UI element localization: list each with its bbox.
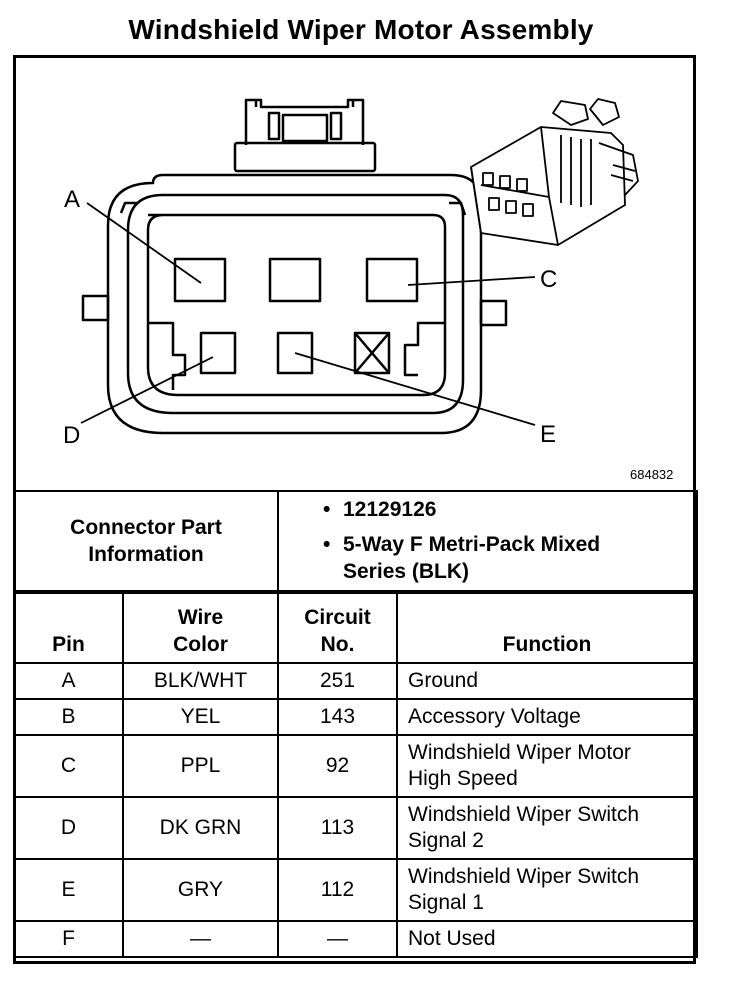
cell-pin: A bbox=[13, 662, 124, 700]
connector-label-line1: Connector Part bbox=[70, 516, 222, 539]
cell-circuit: 113 bbox=[277, 796, 398, 860]
label-a: A bbox=[64, 186, 80, 213]
cavity-a bbox=[173, 257, 227, 303]
figure-part-number: 684832 bbox=[630, 467, 674, 482]
leader-a bbox=[86, 202, 202, 284]
function-line1: Windshield Wiper Switch bbox=[408, 865, 640, 888]
cavity-e bbox=[276, 331, 314, 375]
function-line1: Windshield Wiper Motor bbox=[408, 741, 631, 764]
cell-wire-color: YEL bbox=[122, 698, 279, 736]
cell-wire-color: GRY bbox=[122, 858, 279, 922]
header-wire-color: Wire Color bbox=[122, 592, 279, 664]
connector-outer-housing bbox=[106, 173, 483, 435]
function-line1: Ground bbox=[408, 669, 479, 692]
header-function: Function bbox=[396, 592, 698, 664]
table-row: B YEL 143 Accessory Voltage bbox=[13, 698, 698, 736]
cell-wire-color: PPL bbox=[122, 734, 279, 798]
cell-function: Windshield Wiper Switch Signal 2 bbox=[396, 796, 698, 860]
pin-table: Pin Wire Color Circuit No. Function A BL… bbox=[13, 592, 698, 958]
function-line1: Windshield Wiper Switch bbox=[408, 803, 640, 826]
cell-wire-color: DK GRN bbox=[122, 796, 279, 860]
function-line1: Not Used bbox=[408, 927, 496, 950]
connector-illustration bbox=[470, 98, 639, 246]
leader-e bbox=[294, 352, 536, 426]
label-d: D bbox=[63, 422, 80, 449]
table-row: F — — Not Used bbox=[13, 920, 698, 958]
table-row: E GRY 112 Windshield Wiper Switch Signal… bbox=[13, 858, 698, 922]
table-row: A BLK/WHT 251 Ground bbox=[13, 662, 698, 700]
function-line2: Signal 1 bbox=[408, 891, 484, 914]
header-wire-line1: Wire bbox=[177, 606, 224, 629]
cell-function: Ground bbox=[396, 662, 698, 700]
connector-info-table: Connector Part Information 12129126 5-Wa… bbox=[13, 490, 698, 592]
connector-label-line2: Information bbox=[88, 543, 204, 566]
connector-description-line1: 5-Way F Metri-Pack Mixed bbox=[343, 533, 601, 556]
header-pin: Pin bbox=[13, 592, 124, 664]
cell-circuit: 112 bbox=[277, 858, 398, 922]
cavity-f-blocked bbox=[353, 331, 391, 375]
connector-description: 5-Way F Metri-Pack Mixed Series (BLK) bbox=[279, 531, 696, 585]
connector-lock-tab bbox=[233, 98, 377, 173]
cell-pin: F bbox=[13, 920, 124, 958]
pin-table-header: Pin Wire Color Circuit No. Function bbox=[13, 592, 698, 664]
cell-function: Accessory Voltage bbox=[396, 698, 698, 736]
connector-description-line2: Series (BLK) bbox=[343, 560, 470, 583]
header-circuit-line2: No. bbox=[320, 633, 355, 656]
connector-info-details: 12129126 5-Way F Metri-Pack Mixed Series… bbox=[277, 490, 698, 592]
connector-diagram: A C D E bbox=[63, 98, 639, 449]
leader-c bbox=[407, 276, 536, 286]
header-circuit-line1: Circuit bbox=[304, 606, 371, 629]
left-peg bbox=[81, 294, 110, 322]
cavity-d bbox=[199, 331, 237, 375]
table-row: D DK GRN 113 Windshield Wiper Switch Sig… bbox=[13, 796, 698, 860]
cell-function: Not Used bbox=[396, 920, 698, 958]
cell-circuit: — bbox=[277, 920, 398, 958]
header-circuit-no: Circuit No. bbox=[277, 592, 398, 664]
cell-circuit: 143 bbox=[277, 698, 398, 736]
function-line2: Signal 2 bbox=[408, 829, 484, 852]
cell-pin: E bbox=[13, 858, 124, 922]
cell-wire-color: BLK/WHT bbox=[122, 662, 279, 700]
cell-wire-color: — bbox=[122, 920, 279, 958]
function-line2: High Speed bbox=[408, 767, 518, 790]
cell-circuit: 251 bbox=[277, 662, 398, 700]
cell-pin: B bbox=[13, 698, 124, 736]
table-row: C PPL 92 Windshield Wiper Motor High Spe… bbox=[13, 734, 698, 798]
connector-part-number: 12129126 bbox=[279, 496, 696, 523]
label-c: C bbox=[540, 266, 557, 293]
cell-pin: D bbox=[13, 796, 124, 860]
cell-circuit: 92 bbox=[277, 734, 398, 798]
cavity-b bbox=[268, 257, 322, 303]
cell-function: Windshield Wiper Switch Signal 1 bbox=[396, 858, 698, 922]
label-e: E bbox=[540, 421, 556, 448]
right-peg bbox=[479, 299, 508, 327]
cavity-c bbox=[365, 257, 419, 303]
page-title: Windshield Wiper Motor Assembly bbox=[128, 14, 594, 45]
connector-inner-housing bbox=[126, 193, 465, 415]
header-wire-line2: Color bbox=[173, 633, 228, 656]
function-line1: Accessory Voltage bbox=[408, 705, 581, 728]
leader-d bbox=[80, 356, 214, 424]
connector-info-label: Connector Part Information bbox=[13, 490, 279, 592]
cell-pin: C bbox=[13, 734, 124, 798]
cell-function: Windshield Wiper Motor High Speed bbox=[396, 734, 698, 798]
